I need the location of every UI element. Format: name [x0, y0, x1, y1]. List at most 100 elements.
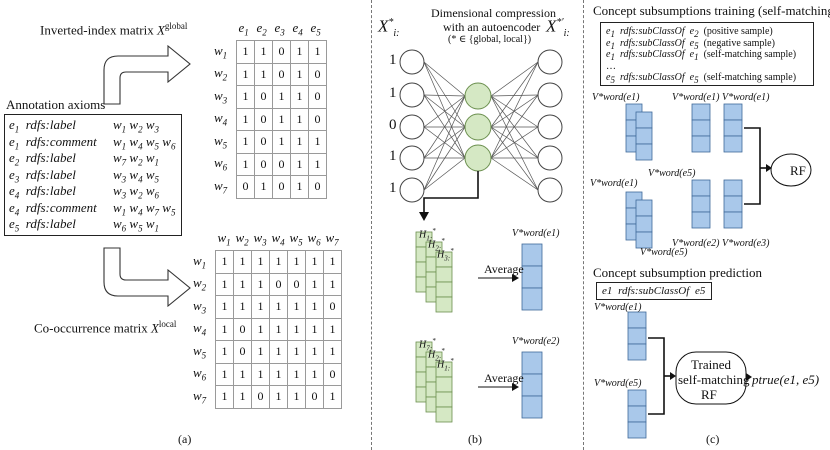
- matrix-cell: 1: [269, 362, 288, 386]
- train-line: e1 rdfs:subClassOf e2 (positive sample): [606, 26, 773, 39]
- stack2-label: H1:*: [437, 357, 454, 373]
- matrix-cell: 1: [308, 40, 327, 64]
- matrix-cell: 1: [251, 295, 270, 319]
- matrix-cell: 1: [233, 295, 252, 319]
- col-header: w7: [325, 230, 339, 248]
- average-2: Average: [484, 371, 524, 385]
- input-value: 1: [389, 52, 397, 68]
- col-header: w5: [289, 230, 303, 248]
- train-line: e5 rdfs:subClassOf e5 (self-matching sam…: [606, 72, 797, 85]
- output-node: [537, 177, 563, 203]
- matrix-cell: 0: [272, 40, 291, 64]
- vword-e1-label: V*word(e1): [512, 228, 560, 239]
- matrix-cell: 1: [251, 340, 270, 364]
- stack2-label: H2:*: [428, 347, 445, 363]
- matrix-cell: 0: [254, 107, 273, 131]
- col-header: e3: [274, 20, 285, 38]
- matrix-cell: 1: [290, 175, 309, 199]
- matrix-cell: 0: [272, 175, 291, 199]
- matrix-cell: 1: [254, 175, 273, 199]
- matrix-cell: 1: [323, 272, 342, 296]
- matrix-cell: 1: [269, 340, 288, 364]
- matrix-cell: 0: [269, 272, 288, 296]
- matrix-cell: 0: [305, 385, 324, 409]
- input-node: [399, 114, 425, 140]
- output-node: [537, 145, 563, 171]
- x-in-label: X*i:: [378, 16, 400, 40]
- matrix-cell: 0: [254, 130, 273, 154]
- col-header: w6: [307, 230, 321, 248]
- caption-a: (a): [178, 432, 192, 446]
- matrix-cell: 0: [233, 340, 252, 364]
- train-box: e1 rdfs:subClassOf e2 (positive sample) e…: [600, 22, 814, 86]
- axiom-object: w6 w5 w1: [113, 216, 160, 234]
- axiom-object: w1 w4 w7 w5: [113, 199, 176, 218]
- matrix-cell: 0: [272, 62, 291, 86]
- matrix-cell: 1: [305, 362, 324, 386]
- matrix-cell: 1: [236, 40, 255, 64]
- row-header: w6: [214, 155, 228, 173]
- ptrue-label: ptrue(e1, e5): [752, 372, 820, 387]
- matrix-cell: 1: [323, 340, 342, 364]
- row-header: w4: [193, 320, 207, 338]
- stack1-label: H2:*: [428, 237, 445, 253]
- train-line: …: [606, 60, 616, 72]
- arrow-to-cooc: [103, 247, 191, 308]
- matrix-cell: 0: [254, 152, 273, 176]
- axiom-row: e2 rdfs:label: [9, 150, 76, 168]
- matrix-cell: 1: [215, 385, 234, 409]
- matrix-cell: 0: [323, 295, 342, 319]
- pv-e5: V*word(e5): [594, 378, 642, 389]
- matrix-cell: 1: [290, 62, 309, 86]
- v-e1-d: V*word(e1): [590, 178, 638, 189]
- pred-s: e1: [602, 285, 613, 297]
- v-e5-a: V*word(e5): [648, 168, 696, 179]
- matrix-cell: 1: [269, 317, 288, 341]
- input-node: [399, 177, 425, 203]
- matrix-cell: 1: [290, 152, 309, 176]
- matrix-cell: 1: [287, 362, 306, 386]
- stack2-label: H7:*: [419, 337, 436, 353]
- caption-c: (c): [706, 432, 720, 446]
- trained-1: Trained: [691, 357, 731, 372]
- matrix-cell: 1: [269, 295, 288, 319]
- axiom-object: w7 w2 w1: [113, 150, 160, 168]
- matrix-cell: 1: [233, 385, 252, 409]
- separator-ab: [371, 0, 372, 450]
- b-title-3: (* ∈ {global, local}): [448, 34, 532, 45]
- axiom-row: e1 rdfs:comment: [9, 133, 97, 152]
- v-e2: V*word(e2): [672, 238, 720, 249]
- train-line: e1 rdfs:subClassOf e1 (self-matching sam…: [606, 49, 797, 62]
- matrix-cell: 1: [236, 85, 255, 109]
- matrix-cell: 1: [305, 272, 324, 296]
- input-value: 1: [389, 148, 397, 164]
- matrix-cell: 1: [287, 385, 306, 409]
- pred-p: rdfs:subClassOf: [618, 285, 690, 297]
- cooc-title: Co-occurrence matrix Xlocal: [34, 319, 177, 336]
- row-header: w6: [193, 365, 207, 383]
- input-node: [399, 49, 425, 75]
- axiom-row: e3 rdfs:label: [9, 166, 76, 185]
- matrix-cell: 0: [308, 175, 327, 199]
- matrix-cell: 1: [233, 362, 252, 386]
- separator-bc: [583, 0, 584, 450]
- col-header: w4: [271, 230, 285, 248]
- stack1-label: H1:*: [419, 227, 436, 243]
- matrix-cell: 1: [305, 250, 324, 274]
- col-header: w3: [253, 230, 267, 248]
- matrix-cell: 1: [287, 317, 306, 341]
- axiom-object: w3 w4 w5: [113, 166, 160, 185]
- row-header: w2: [193, 275, 207, 293]
- v-e1-a: V*word(e1): [592, 92, 640, 103]
- matrix-cell: 1: [290, 40, 309, 64]
- matrix-cell: 1: [308, 152, 327, 176]
- matrix-cell: 1: [269, 385, 288, 409]
- annotation-title: Annotation axioms: [6, 97, 106, 112]
- matrix-cell: 1: [254, 62, 273, 86]
- row-header: w3: [214, 87, 228, 106]
- row-header: w5: [193, 342, 207, 361]
- matrix-cell: 0: [323, 362, 342, 386]
- input-value: 0: [389, 117, 397, 133]
- input-value: 1: [389, 85, 397, 101]
